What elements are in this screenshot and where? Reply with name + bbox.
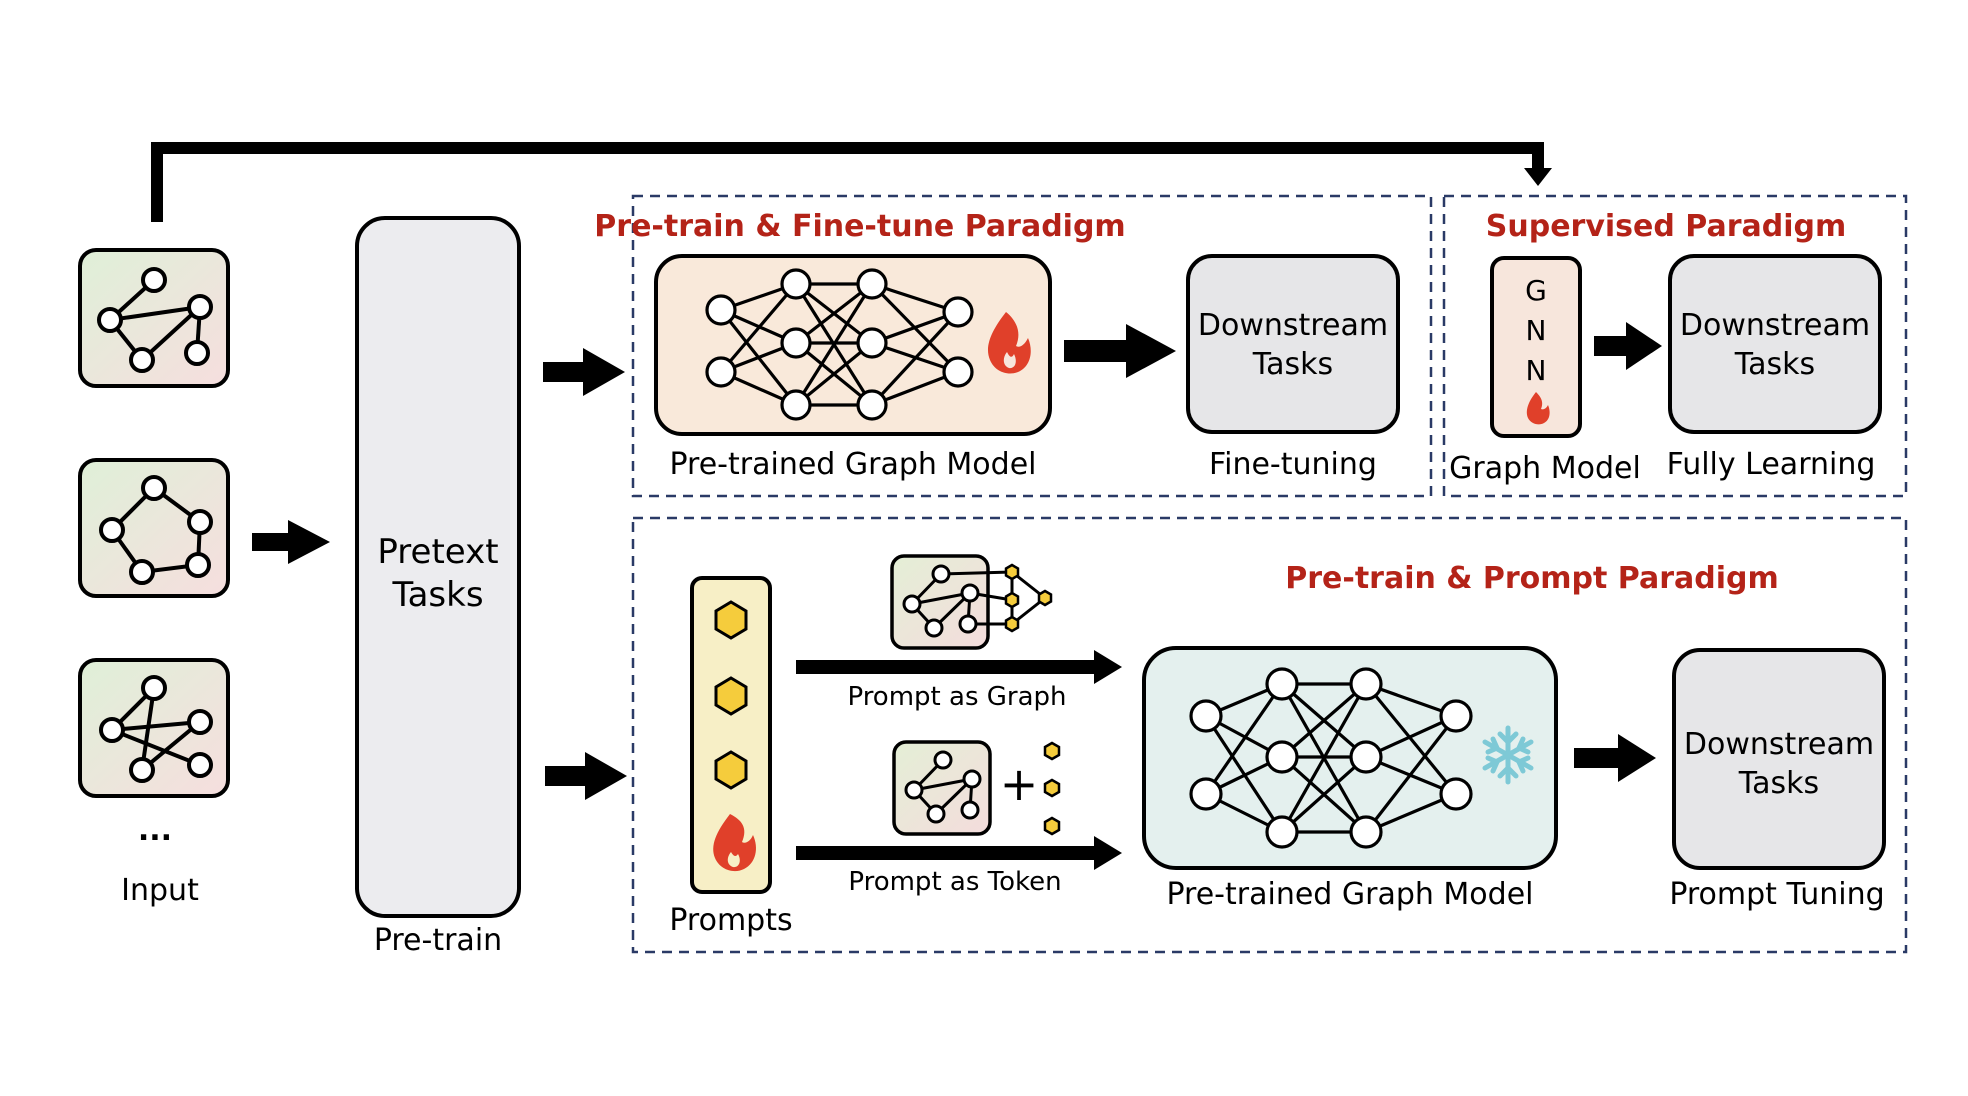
hexagon-icon — [714, 600, 748, 640]
prompt-paradigm-title: Pre-train & Prompt Paradigm — [1285, 561, 1779, 596]
finetune-model-box — [654, 254, 1052, 436]
finetune-paradigm-panel — [631, 194, 1433, 498]
arrow-prompt-as-graph — [796, 650, 1122, 684]
prompts-box — [690, 576, 772, 894]
arrow-prompt-model-to-tasks — [1574, 734, 1656, 782]
pretext-label-line2: Tasks — [391, 575, 483, 615]
arrow-prompt-as-token — [796, 836, 1122, 870]
flame-icon — [987, 312, 1031, 374]
prompt-as-token-label: Prompt as Token — [848, 867, 1061, 897]
snowflake-icon — [1482, 725, 1534, 785]
supervised-caption: Fully Learning — [1667, 447, 1876, 482]
gnn-letter-n2: N — [1526, 354, 1547, 387]
finetune-model-caption: Pre-trained Graph Model — [669, 447, 1036, 482]
prompt-downstream-line2: Tasks — [1738, 766, 1819, 801]
arrow-pretrain-to-finetune — [543, 348, 625, 396]
prompt-model-caption: Pre-trained Graph Model — [1166, 877, 1533, 912]
pretrain-caption: Pre-train — [374, 923, 502, 958]
supervised-downstream-line2: Tasks — [1734, 347, 1815, 382]
finetune-downstream-line2: Tasks — [1252, 347, 1333, 382]
input-ellipsis: ... — [138, 813, 172, 848]
gnn-letter-n1: N — [1526, 314, 1547, 347]
prompt-model-box — [1142, 646, 1558, 870]
prompt-token-icon — [892, 740, 992, 836]
token-hexagons — [1043, 741, 1061, 836]
flame-icon — [713, 814, 756, 872]
supervised-paradigm-title: Supervised Paradigm — [1486, 209, 1847, 244]
prompt-as-graph-label: Prompt as Graph — [847, 682, 1066, 712]
hexagon-icon — [714, 750, 748, 790]
input-graph-1 — [78, 248, 230, 388]
prompt-paradigm-panel — [631, 516, 1908, 954]
pretext-label-line1: Pretext — [377, 532, 498, 572]
prompt-tuning-caption: Prompt Tuning — [1669, 877, 1884, 912]
supervised-paradigm-panel — [1442, 194, 1908, 498]
gnn-box: G N N — [1490, 256, 1582, 438]
gnn-caption: Graph Model — [1449, 451, 1641, 486]
finetune-downstream-line1: Downstream — [1198, 308, 1388, 343]
gnn-letter-g: G — [1525, 274, 1547, 307]
arrow-finetune-model-to-tasks — [1064, 324, 1176, 378]
prompts-caption: Prompts — [669, 903, 792, 938]
hexagon-icon — [714, 676, 748, 716]
pretext-tasks-box — [355, 216, 521, 918]
arrow-gnn-to-tasks — [1594, 322, 1662, 370]
finetune-caption: Fine-tuning — [1209, 447, 1377, 482]
input-label: Input — [121, 873, 199, 908]
finetune-paradigm-title: Pre-train & Fine-tune Paradigm — [594, 209, 1125, 244]
prompt-downstream-line1: Downstream — [1684, 727, 1874, 762]
plus-sign: + — [1000, 757, 1039, 811]
arrow-pretrain-to-prompt — [545, 752, 627, 800]
arrow-input-to-pretrain — [252, 520, 330, 564]
supervised-downstream-box — [1668, 254, 1882, 434]
input-graph-3 — [78, 658, 230, 798]
prompt-downstream-box — [1672, 648, 1886, 870]
supervised-downstream-line1: Downstream — [1680, 308, 1870, 343]
finetune-downstream-box — [1186, 254, 1400, 434]
bypass-arrow — [151, 142, 1552, 222]
input-graph-2 — [78, 458, 230, 598]
prompt-graph-icon — [890, 554, 1053, 650]
flame-icon — [1526, 392, 1550, 425]
